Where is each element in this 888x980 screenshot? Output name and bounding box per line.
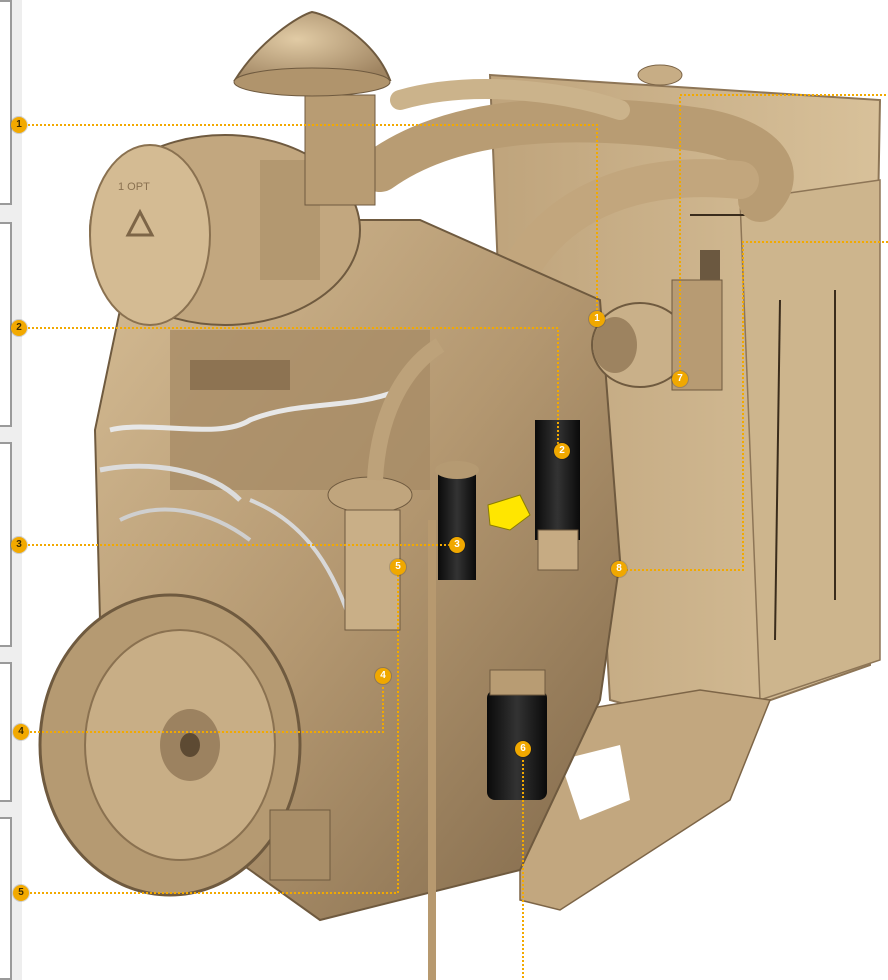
part-marker-1[interactable]: 1 [589, 311, 605, 327]
exhaust-cap [233, 10, 392, 206]
side-panel-5[interactable] [0, 817, 12, 980]
part-marker-8[interactable]: 8 [611, 561, 627, 577]
oil-filler-cap [487, 494, 531, 531]
left-marker-2[interactable]: 2 [11, 320, 27, 336]
left-marker-4[interactable]: 4 [13, 724, 29, 740]
fuel-filter-primary [327, 338, 445, 631]
fuel-filter-secondary [435, 461, 479, 580]
side-panel-4[interactable] [0, 662, 12, 802]
air-filter: 1 OPT [89, 134, 361, 326]
triangle-logo-icon [125, 208, 155, 237]
radiator [488, 64, 882, 911]
left-marker-1[interactable]: 1 [11, 117, 27, 133]
part-marker-5[interactable]: 5 [390, 559, 406, 575]
side-panel-1[interactable] [0, 0, 12, 205]
part-marker-4[interactable]: 4 [375, 668, 391, 684]
part-marker-2[interactable]: 2 [554, 443, 570, 459]
intake-pipes [358, 79, 794, 289]
part-marker-3[interactable]: 3 [449, 537, 465, 553]
part-marker-7[interactable]: 7 [672, 371, 688, 387]
left-marker-5[interactable]: 5 [13, 885, 29, 901]
air-filter-embossed-text: 1 OPT [118, 181, 150, 193]
dipstick-tube [428, 520, 436, 980]
part-marker-6[interactable]: 6 [515, 741, 531, 757]
flywheel-housing [38, 593, 331, 897]
left-marker-3[interactable]: 3 [11, 537, 27, 553]
leader-lines [24, 94, 888, 980]
oil-filter [487, 669, 547, 800]
